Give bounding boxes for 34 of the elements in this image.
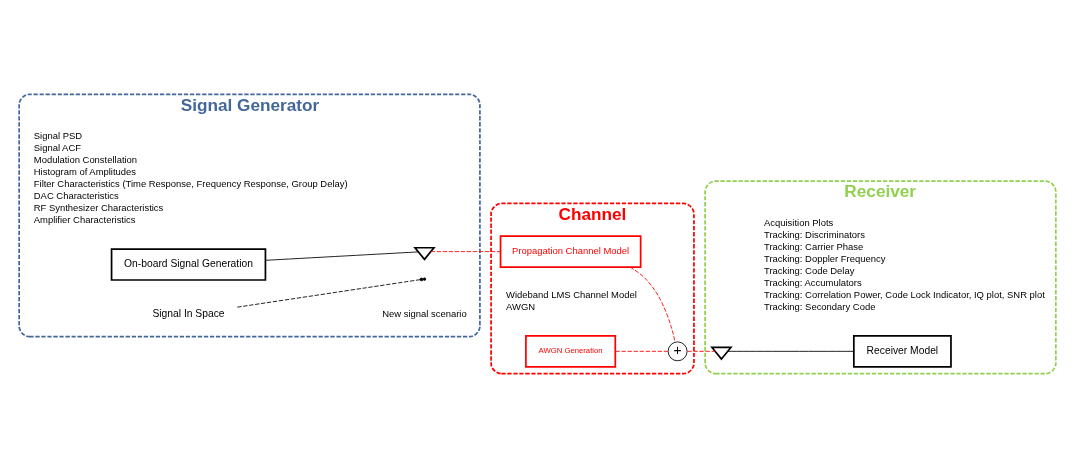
node-text: Signal In Space — [152, 308, 225, 320]
connector — [430, 251, 501, 253]
connector — [727, 350, 855, 352]
label: Histogram of Amplitudes — [33, 165, 137, 177]
connector — [615, 350, 669, 352]
label: Tracking: Secondary Code — [764, 300, 876, 312]
label: Wideband LMS Channel Model — [506, 288, 637, 300]
node-box: AWGN Generation — [525, 335, 617, 368]
label: Tracking: Doppler Frequency — [764, 252, 886, 264]
label: Tracking: Code Delay — [764, 264, 855, 276]
label: Tracking: Correlation Power, Code Lock Indicator, IQ plot, SNR plot — [764, 288, 1045, 300]
label: Tracking: Accumulators — [764, 276, 862, 288]
connector — [687, 350, 716, 352]
label: Tracking: Carrier Phase — [764, 240, 864, 252]
connector — [265, 251, 419, 261]
connector — [629, 266, 676, 343]
node-antenna — [710, 346, 733, 361]
label: RF Synthesizer Characteristics — [33, 202, 164, 214]
label: DAC Characteristics — [33, 190, 119, 202]
label: Filter Characteristics (Time Response, Frequency Response, Group Delay) — [33, 177, 348, 189]
connector — [236, 279, 421, 308]
node-antenna — [413, 246, 436, 261]
label: Acquisition Plots — [764, 216, 834, 228]
label: Amplifier Characteristics — [33, 214, 136, 226]
label: Modulation Constellation — [33, 153, 138, 165]
label: Signal PSD — [33, 129, 83, 141]
node-box: On-board Signal Generation — [110, 248, 267, 281]
label: AWGN — [506, 300, 536, 312]
node-box: Receiver Model — [852, 335, 952, 368]
label: Tracking: Discriminators — [764, 228, 865, 240]
node-box: Propagation Channel Model — [499, 235, 642, 268]
label: Signal ACF — [33, 141, 81, 153]
label: New signal scenario — [382, 307, 467, 319]
node-circle: + — [667, 341, 688, 362]
